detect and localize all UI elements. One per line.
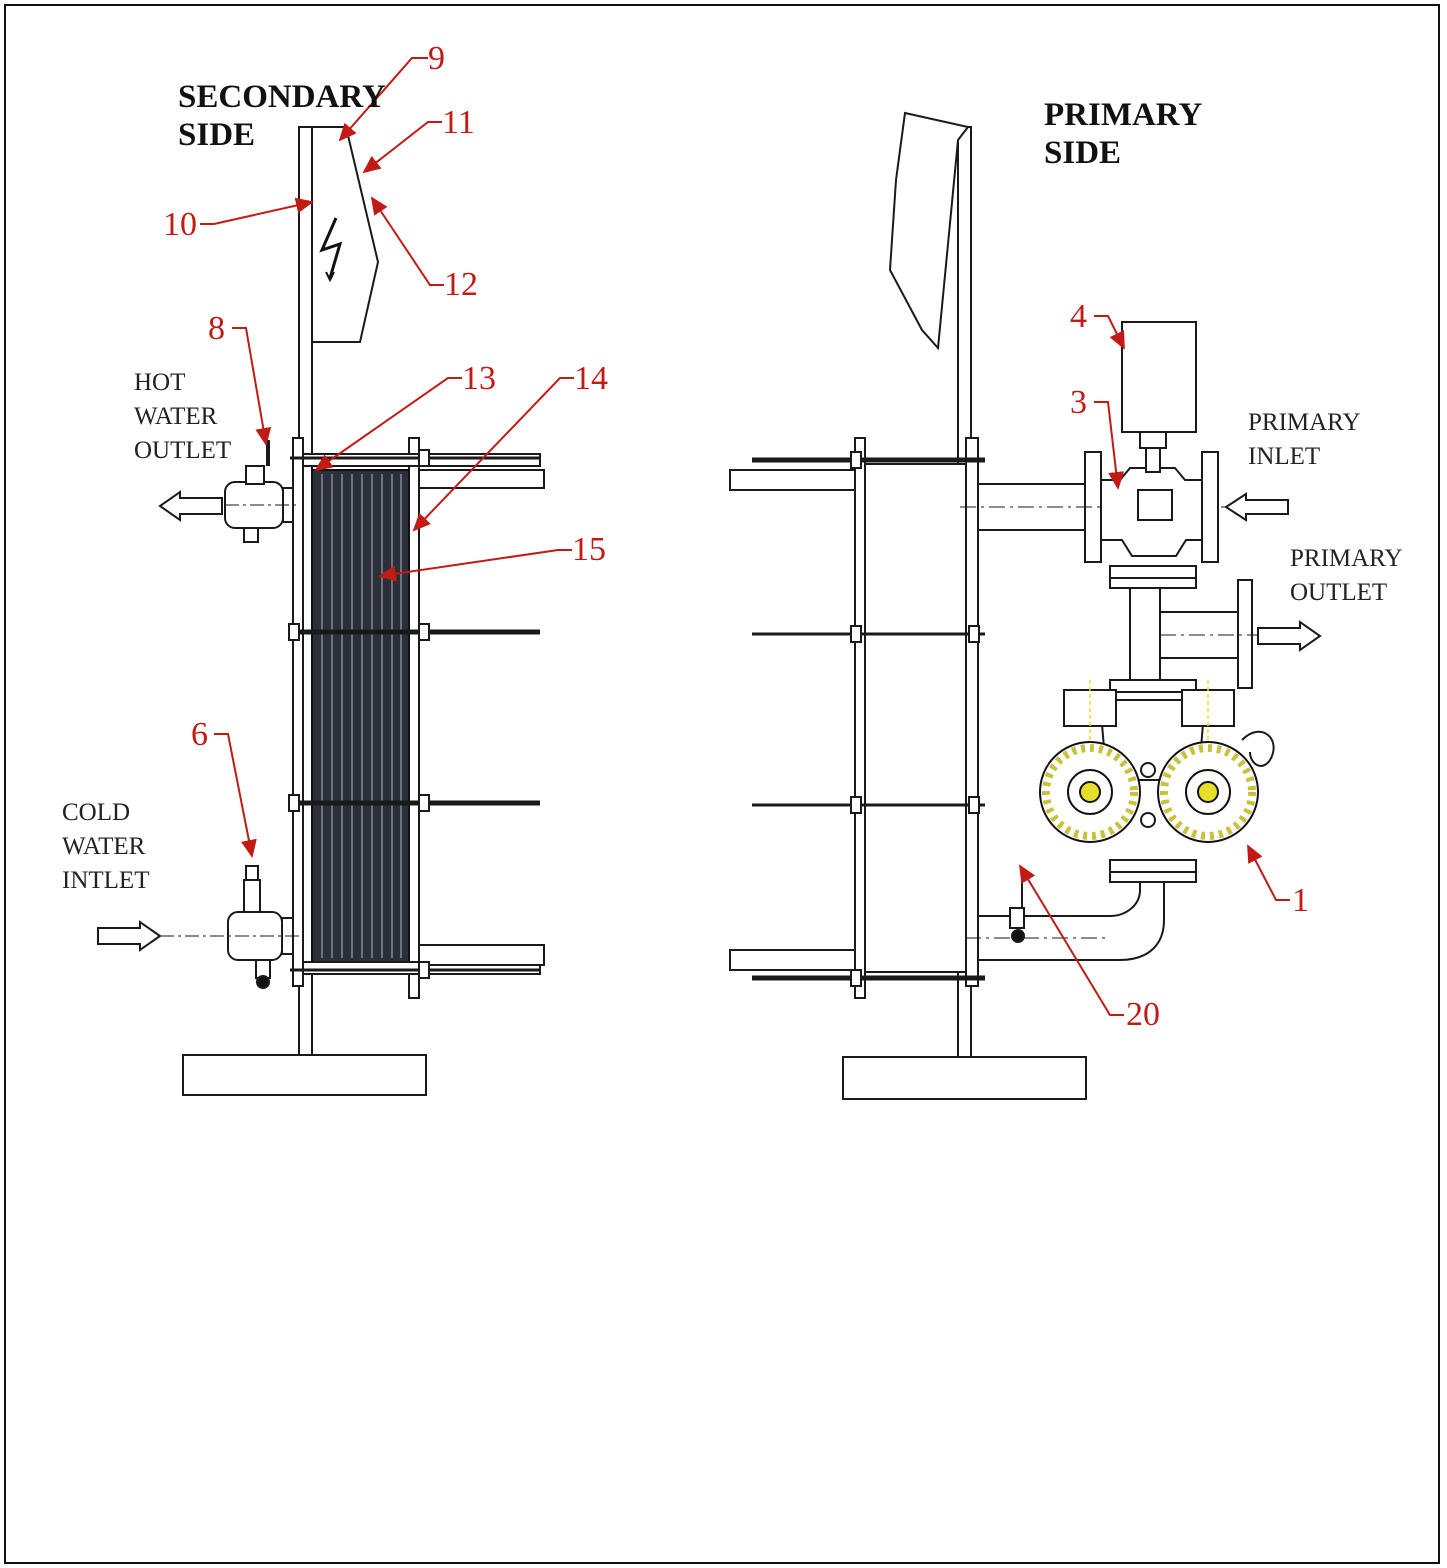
secondary-side-heading: SECONDARY SIDE <box>178 78 386 154</box>
hot-water-outlet-line-1: HOT <box>134 369 186 396</box>
cold-water-inlet-arrow <box>97 920 162 952</box>
primary-outlet-line-2: OUTLET <box>1290 579 1388 606</box>
secondary-pressure-plate <box>408 437 420 999</box>
callout-13: 13 <box>462 360 496 397</box>
primary-outlet-label: PRIMARY OUTLET <box>1290 542 1403 610</box>
primary-fixed-plate <box>965 437 979 987</box>
hot-water-outlet-arrow <box>158 490 223 522</box>
callout-9: 9 <box>428 40 445 77</box>
callout-14: 14 <box>574 360 608 397</box>
primary-outlet-line-1: PRIMARY <box>1290 545 1403 572</box>
callout-11: 11 <box>442 104 475 141</box>
primary-side-assembly <box>729 111 1322 1100</box>
cold-water-intlet-line-1: COLD <box>62 799 131 826</box>
primary-inlet-line-1: PRIMARY <box>1248 409 1361 436</box>
cold-water-intlet-line-3: INTLET <box>62 867 150 894</box>
secondary-side-assembly <box>97 126 545 1096</box>
valve-actuator <box>1121 321 1197 433</box>
callout-6: 6 <box>191 716 208 753</box>
callout-15: 15 <box>572 531 606 568</box>
primary-heading-line-2: SIDE <box>1044 135 1122 171</box>
callout-8: 8 <box>208 310 225 347</box>
callout-12: 12 <box>444 266 478 303</box>
primary-inlet-line-2: INLET <box>1248 443 1321 470</box>
secondary-control-box <box>311 126 380 343</box>
hot-water-outlet-line-2: WATER <box>134 403 218 430</box>
hot-water-outlet-line-3: OUTLET <box>134 437 232 464</box>
primary-inlet-arrow <box>1224 492 1289 522</box>
plate-pack <box>311 469 410 963</box>
return-pipe <box>977 881 1165 961</box>
secondary-fixed-plate <box>292 437 304 987</box>
primary-heading-line-1: PRIMARY <box>1044 97 1203 133</box>
secondary-heading-line-1: SECONDARY <box>178 79 386 115</box>
primary-control-box <box>888 111 970 351</box>
cold-water-intlet-label: COLD WATER INTLET <box>62 796 149 898</box>
primary-outlet-arrow <box>1257 620 1322 652</box>
primary-inlet-label: PRIMARY INLET <box>1248 406 1361 474</box>
twin-pump <box>1039 679 1275 883</box>
callout-1: 1 <box>1292 882 1309 919</box>
primary-base <box>842 1056 1087 1100</box>
callout-4: 4 <box>1070 298 1087 335</box>
callout-3: 3 <box>1070 384 1087 421</box>
primary-side-heading: PRIMARY SIDE <box>1044 96 1202 172</box>
callout-10: 10 <box>163 206 197 243</box>
callout-20: 20 <box>1126 996 1160 1033</box>
cold-water-intlet-line-2: WATER <box>62 833 146 860</box>
callout-leaders <box>200 57 1290 1016</box>
secondary-heading-line-2: SIDE <box>178 117 256 153</box>
lightning-symbol-icon <box>319 217 343 279</box>
primary-pressure-plate <box>854 437 866 999</box>
hot-water-outlet-label: HOT WATER OUTLET <box>134 366 231 468</box>
primary-plate-pack <box>864 463 967 973</box>
secondary-base <box>182 1054 427 1096</box>
sheet-border <box>4 4 1440 1564</box>
